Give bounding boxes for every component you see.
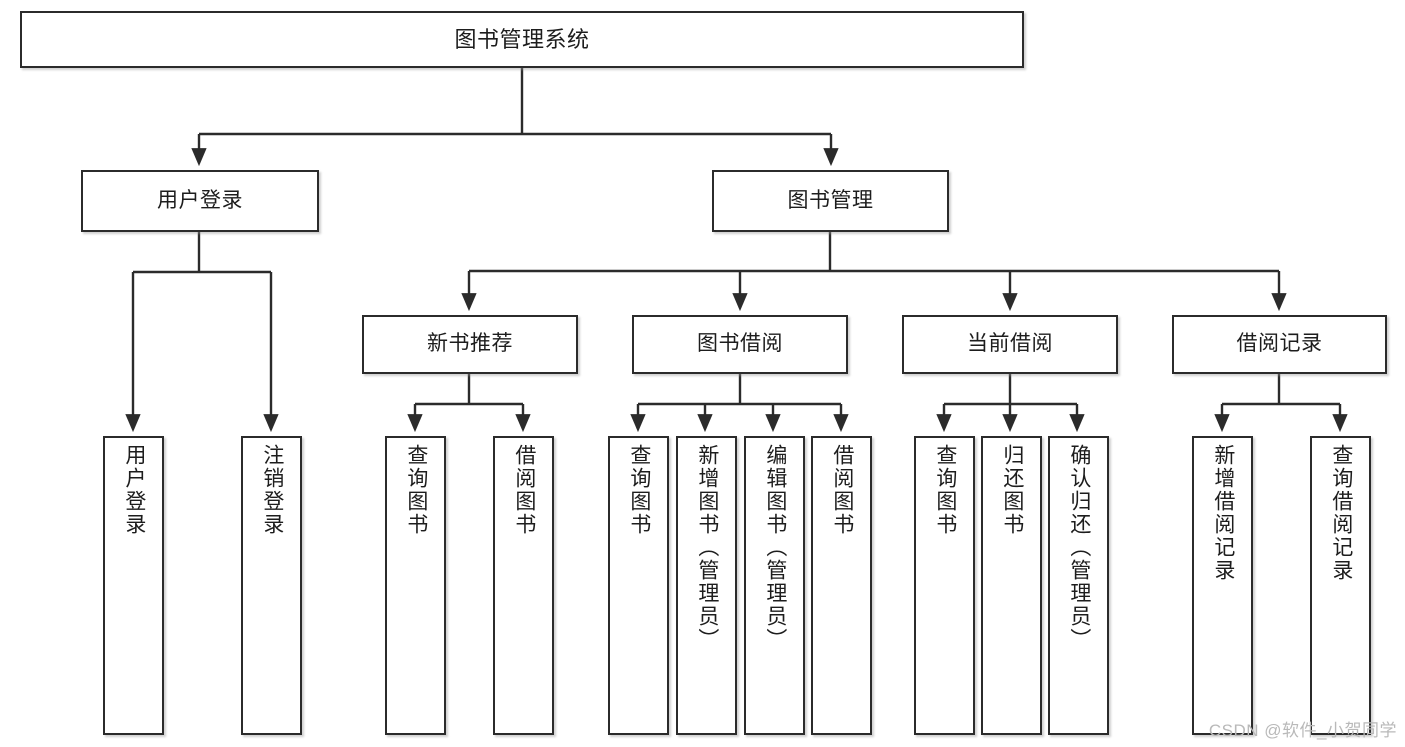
node-leaf-user-login-label: 用户登录	[122, 444, 146, 536]
node-leaf-add-record-label: 新增借阅记录	[1211, 444, 1235, 582]
node-leaf-edit-book[interactable]: 编辑图书（管理员）	[744, 436, 805, 735]
node-leaf-user-login[interactable]: 用户登录	[103, 436, 164, 735]
node-current-borrow-label: 当前借阅	[967, 332, 1053, 356]
node-leaf-borrow-book-1-label: 借阅图书	[512, 444, 536, 536]
node-leaf-return-book[interactable]: 归还图书	[981, 436, 1042, 735]
node-new-book-recommend-label: 新书推荐	[427, 332, 513, 356]
node-book-management-label: 图书管理	[787, 188, 874, 212]
node-book-borrow-label: 图书借阅	[697, 332, 783, 356]
node-leaf-logout-label: 注销登录	[260, 444, 284, 536]
node-root[interactable]: 图书管理系统	[20, 11, 1024, 68]
node-user-login[interactable]: 用户登录	[81, 170, 319, 232]
node-leaf-add-record[interactable]: 新增借阅记录	[1192, 436, 1253, 735]
node-leaf-query-book-2-label: 查询图书	[627, 444, 651, 536]
node-borrow-record[interactable]: 借阅记录	[1172, 315, 1387, 374]
node-leaf-confirm-return[interactable]: 确认归还（管理员）	[1048, 436, 1109, 735]
node-new-book-recommend[interactable]: 新书推荐	[362, 315, 578, 374]
watermark-text: CSDN @软件_小贺同学	[1208, 721, 1397, 740]
node-leaf-edit-book-label: 编辑图书（管理员）	[763, 444, 787, 651]
node-borrow-record-label: 借阅记录	[1236, 332, 1323, 356]
node-leaf-confirm-return-label: 确认归还（管理员）	[1067, 444, 1091, 651]
node-leaf-logout[interactable]: 注销登录	[241, 436, 302, 735]
node-book-borrow[interactable]: 图书借阅	[632, 315, 848, 374]
node-leaf-query-record-label: 查询借阅记录	[1329, 444, 1353, 582]
node-leaf-borrow-book-2-label: 借阅图书	[830, 444, 854, 536]
node-leaf-query-book-3-label: 查询图书	[933, 444, 957, 536]
node-leaf-query-book-2[interactable]: 查询图书	[608, 436, 669, 735]
node-book-management[interactable]: 图书管理	[712, 170, 949, 232]
node-leaf-add-book-label: 新增图书（管理员）	[695, 444, 719, 651]
node-leaf-borrow-book-2[interactable]: 借阅图书	[811, 436, 872, 735]
node-leaf-add-book[interactable]: 新增图书（管理员）	[676, 436, 737, 735]
node-leaf-return-book-label: 归还图书	[1000, 444, 1024, 536]
node-user-login-label: 用户登录	[157, 188, 243, 212]
node-leaf-query-book-1[interactable]: 查询图书	[385, 436, 446, 735]
node-leaf-query-book-1-label: 查询图书	[404, 444, 428, 536]
node-current-borrow[interactable]: 当前借阅	[902, 315, 1118, 374]
node-root-label: 图书管理系统	[454, 26, 590, 52]
node-leaf-query-book-3[interactable]: 查询图书	[914, 436, 975, 735]
node-leaf-query-record[interactable]: 查询借阅记录	[1310, 436, 1371, 735]
node-leaf-borrow-book-1[interactable]: 借阅图书	[493, 436, 554, 735]
